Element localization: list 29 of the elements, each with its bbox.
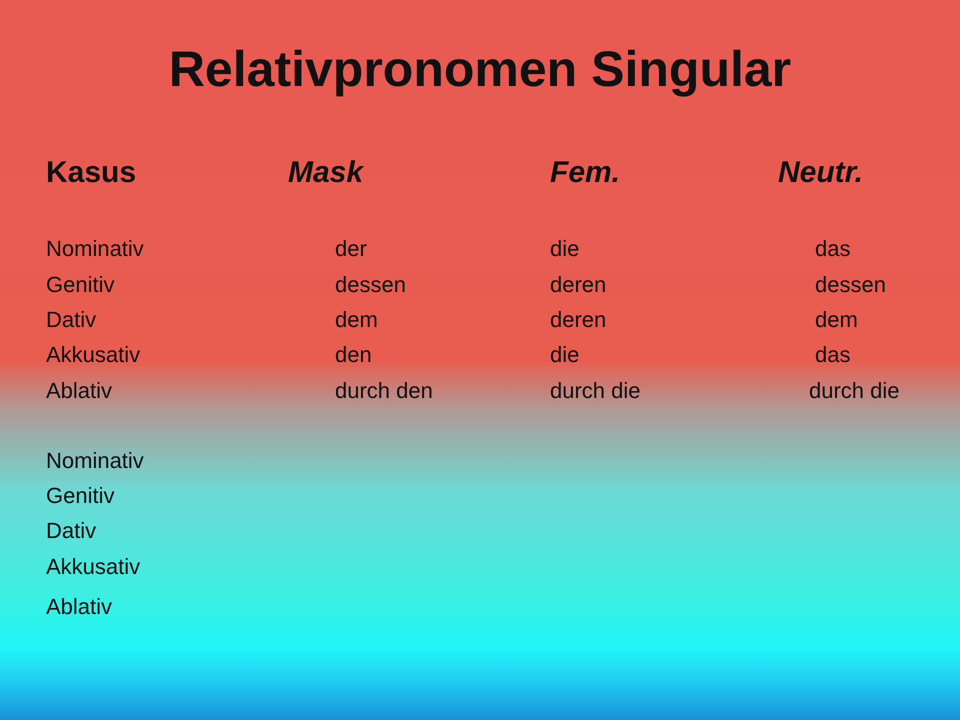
table-cell: durch die [550, 380, 641, 402]
table-cell: deren [550, 309, 606, 331]
table-cell: dessen [335, 274, 406, 296]
row-header: Nominativ [46, 450, 144, 472]
table-cell: den [335, 344, 372, 366]
table-cell: die [550, 344, 580, 366]
row-header: Ablativ [46, 596, 112, 618]
table-cell: deren [550, 274, 606, 296]
table-cell: durch die [809, 380, 900, 402]
row-header: Akkusativ [46, 344, 140, 366]
table-cell: der [335, 238, 367, 260]
table-cell: dem [815, 309, 858, 331]
table-cell: durch den [335, 380, 433, 402]
table-cell: die [550, 238, 580, 260]
column-header: Kasus [46, 158, 136, 188]
table-cell: das [815, 344, 850, 366]
row-header: Dativ [46, 309, 96, 331]
column-header: Neutr. [778, 158, 864, 188]
row-header: Nominativ [46, 238, 144, 260]
row-header: Ablativ [46, 380, 112, 402]
row-header: Genitiv [46, 485, 114, 507]
row-header: Akkusativ [46, 556, 140, 578]
table-cell: das [815, 238, 850, 260]
row-header: Dativ [46, 520, 96, 542]
column-header: Mask [288, 158, 364, 188]
table-cell: dessen [815, 274, 886, 296]
table-cell: dem [335, 309, 378, 331]
row-header: Genitiv [46, 274, 114, 296]
column-header: Fem. [550, 158, 620, 188]
